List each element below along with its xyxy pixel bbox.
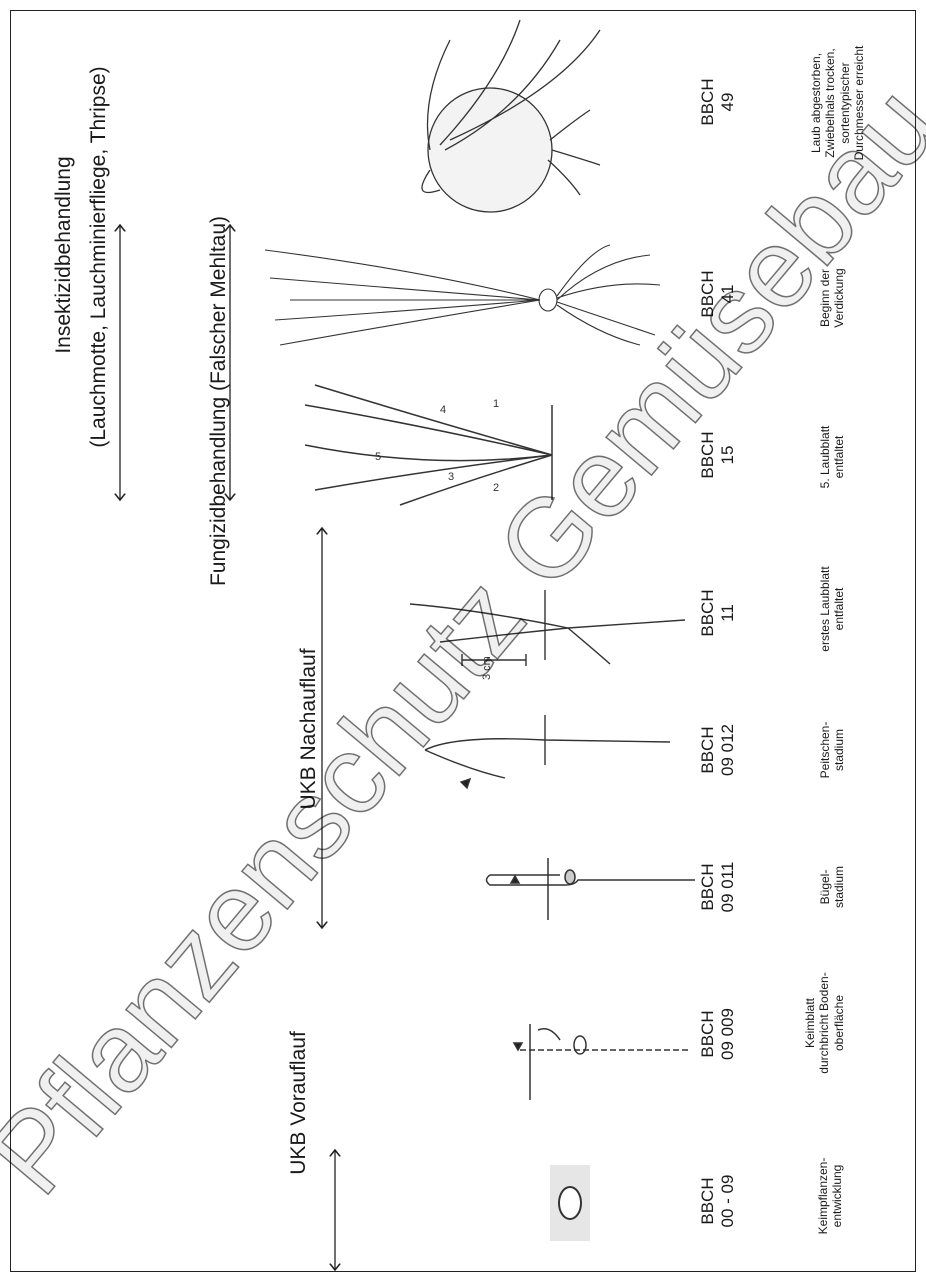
plant-stage-first-leaf: 3 cm: [410, 590, 685, 680]
leaf-number: 1: [493, 398, 499, 410]
plant-stage-hook: [487, 858, 696, 920]
plant-stage-whip: [425, 715, 670, 788]
plant-stage-mature-bulb: [422, 20, 600, 212]
leaf-number: 4: [440, 404, 446, 416]
plant-stage-fifth-leaf: 4 1 2 3 5: [305, 385, 552, 505]
plant-stage-emergence: [514, 1024, 690, 1100]
scale-label: 3 cm: [481, 656, 493, 680]
leaf-number: 3: [448, 471, 454, 483]
plant-stage-seed: [550, 1165, 590, 1241]
leaf-number: 5: [375, 451, 381, 463]
leaf-number: 2: [493, 482, 499, 494]
plant-stage-thickening: [265, 245, 660, 345]
